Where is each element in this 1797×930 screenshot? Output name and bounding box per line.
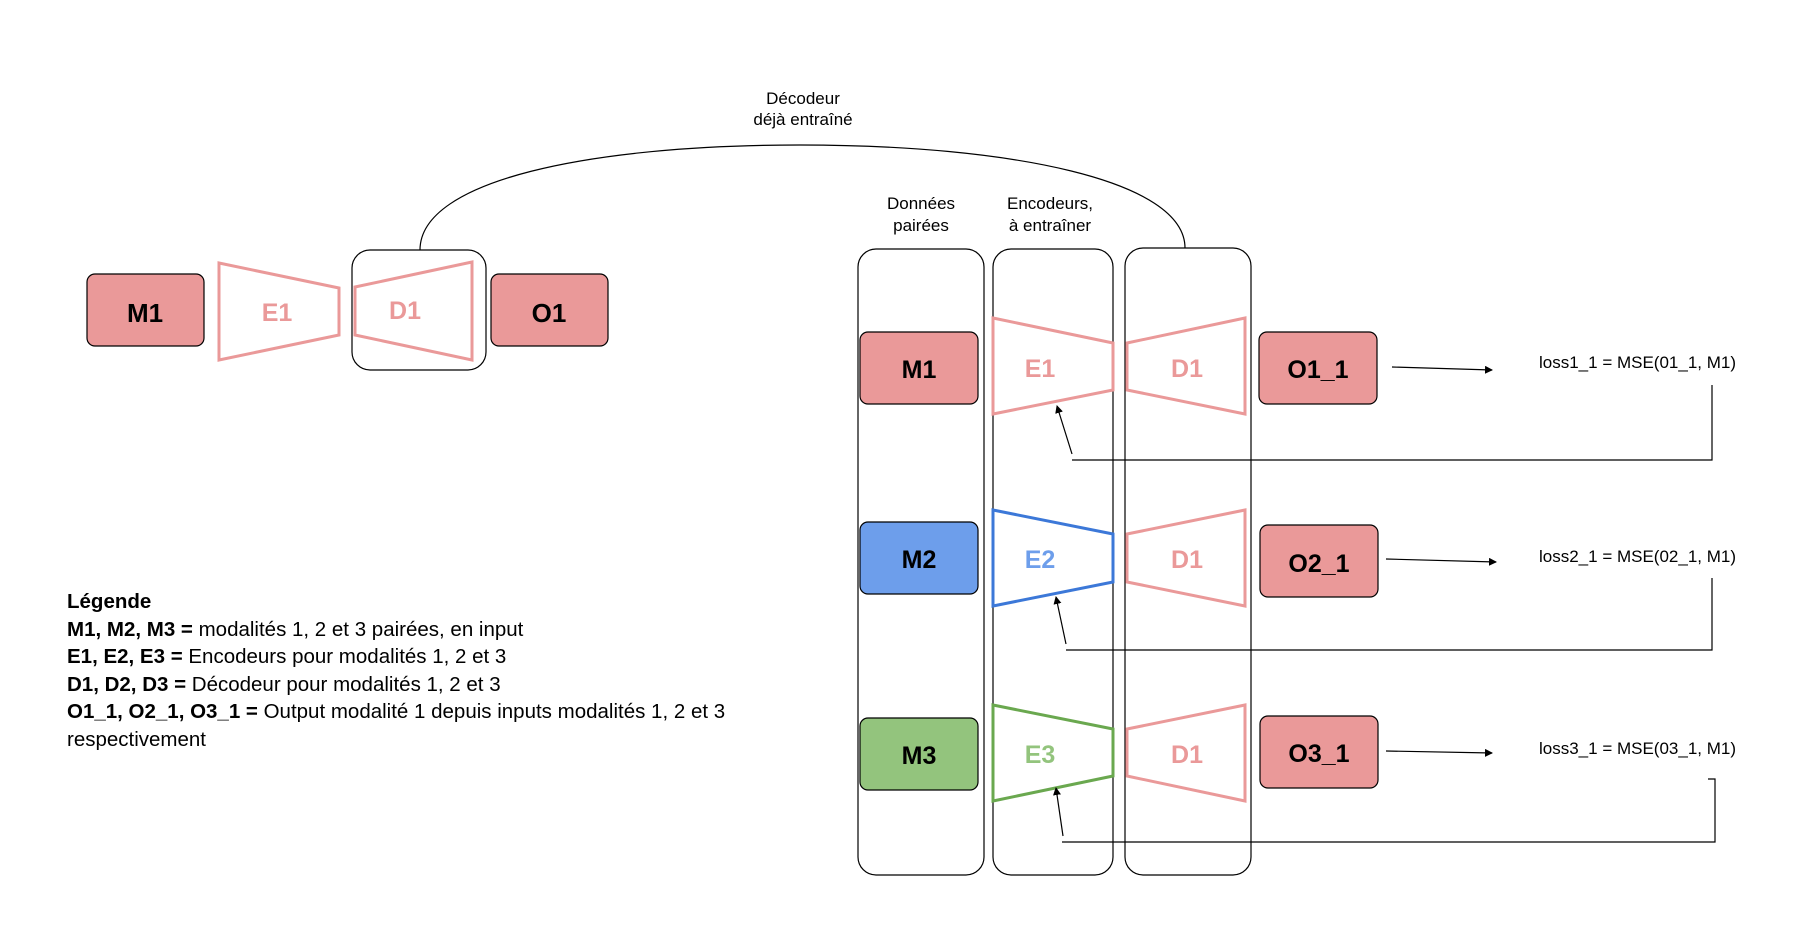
legend-item-inputs: M1, M2, M3 = modalités 1, 2 et 3 pairées… (67, 616, 747, 644)
data-column-container (857, 248, 985, 876)
left-e1-encoder-shape (217, 261, 341, 362)
row3-e-label: E3 (1025, 741, 1056, 769)
row1-encoder-shape (991, 316, 1115, 416)
row3-feedback-arrow (1053, 787, 1064, 837)
pipeline-row-1: M1 E1 D1 O1_1 loss1_1 = MSE(01_1, M1) (859, 316, 1736, 461)
left-d1-container (351, 249, 487, 371)
pipeline-row-2: M2 E2 D1 O2_1 loss2_1 = MSE(02_1, M1) (859, 508, 1736, 651)
header-data-line1: Données (887, 194, 955, 213)
row2-decoder-shape (1125, 508, 1247, 608)
row2-e-label: E2 (1025, 546, 1056, 574)
left-e1-label: E1 (262, 299, 293, 327)
row3-m-label: M3 (902, 742, 937, 770)
left-m1-box (86, 273, 205, 347)
row1-o-box (1258, 331, 1378, 405)
legend: Légende M1, M2, M3 = modalités 1, 2 et 3… (67, 588, 747, 753)
row3-loss-text: loss3_1 = MSE(03_1, M1) (1539, 739, 1736, 758)
legend-text: modalités 1, 2 et 3 pairées, en input (192, 617, 524, 641)
left-o1-label: O1 (532, 298, 567, 328)
row2-encoder-shape (991, 508, 1115, 608)
decoder-column-container (1124, 247, 1252, 876)
row1-decoder-shape (1125, 316, 1247, 416)
row3-d-label: D1 (1171, 741, 1203, 769)
row2-m-box (859, 521, 979, 595)
row2-output-arrow (1385, 557, 1497, 566)
legend-item-encoders: E1, E2, E3 = Encodeurs pour modalités 1,… (67, 643, 747, 671)
legend-text: Output modalité 1 depuis inputs modalité… (67, 700, 726, 751)
row3-m-box (859, 717, 979, 791)
row3-decoder-shape (1125, 703, 1247, 803)
legend-text: Encodeurs pour modalités 1, 2 et 3 (182, 645, 507, 668)
decoder-reuse-curve (419, 144, 1186, 251)
row2-feedback-arrow (1053, 596, 1067, 645)
row3-o-label: O3_1 (1288, 740, 1349, 768)
row1-m-box (859, 331, 979, 405)
header-encoders-line1: Encodeurs, (1007, 194, 1093, 213)
legend-item-decoders: D1, D2, D3 = Décodeur pour modalités 1, … (67, 671, 747, 699)
row1-e-label: E1 (1025, 355, 1056, 383)
row1-d-label: D1 (1171, 355, 1203, 383)
row2-feedback-line (1066, 578, 1713, 651)
legend-item-outputs: O1_1, O2_1, O3_1 = Output modalité 1 dep… (67, 698, 747, 753)
legend-key: D1, D2, D3 = (67, 672, 187, 696)
left-o1-box (490, 273, 609, 347)
legend-key: M1, M2, M3 = (67, 617, 193, 641)
legend-text: Décodeur pour modalités 1, 2 et 3 (186, 672, 501, 696)
row1-feedback-line (1072, 385, 1713, 461)
legend-title: Légende (67, 590, 152, 613)
row3-output-arrow (1385, 748, 1493, 757)
row3-o-box (1259, 715, 1379, 789)
left-d1-decoder-shape (353, 260, 474, 362)
row3-feedback-line (1062, 778, 1716, 843)
left-d1-label: D1 (389, 297, 421, 325)
pipeline-row-3: M3 E3 D1 O3_1 loss3_1 = MSE(03_1, M1) (859, 703, 1736, 843)
row2-d-label: D1 (1171, 546, 1203, 574)
row2-o-box (1259, 524, 1379, 598)
row3-encoder-shape (991, 703, 1115, 803)
row2-loss-text: loss2_1 = MSE(02_1, M1) (1539, 547, 1736, 566)
row1-loss-text: loss1_1 = MSE(01_1, M1) (1539, 353, 1736, 372)
row1-feedback-arrow (1055, 405, 1073, 455)
row1-m-label: M1 (902, 356, 937, 384)
row1-o-label: O1_1 (1287, 356, 1348, 384)
left-pipeline: M1 E1 D1 O1 (86, 249, 609, 371)
header-data-line2: pairées (893, 216, 949, 235)
top-label-line2: déjà entraîné (753, 110, 852, 129)
legend-key: E1, E2, E3 = (67, 645, 183, 668)
header-encoders-line2: à entraîner (1009, 216, 1092, 235)
row2-o-label: O2_1 (1288, 550, 1349, 578)
row2-m-label: M2 (902, 546, 937, 574)
row1-output-arrow (1391, 365, 1493, 374)
left-m1-label: M1 (127, 298, 163, 328)
legend-key: O1_1, O2_1, O3_1 = (67, 700, 258, 723)
top-label-line1: Décodeur (766, 89, 840, 108)
